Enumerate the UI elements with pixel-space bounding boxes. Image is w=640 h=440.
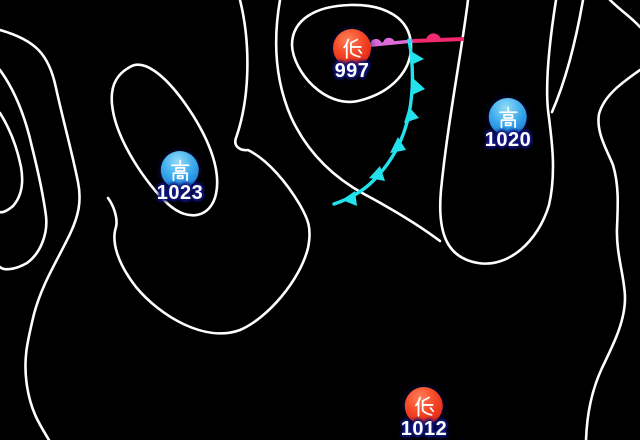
pressure-marker-high-1020: 1020 bbox=[485, 98, 532, 150]
low-kanji-icon bbox=[342, 38, 362, 59]
pressure-marker-low-997: 997 bbox=[333, 29, 371, 81]
isobar-line bbox=[584, 68, 640, 440]
isobar-line bbox=[608, 0, 640, 29]
isobar-line bbox=[0, 28, 81, 440]
warm-front-bump-icon bbox=[425, 33, 441, 42]
pressure-marker-low-1012: 1012 bbox=[401, 387, 448, 439]
pressure-value-label: 997 bbox=[334, 60, 370, 82]
low-kanji-icon bbox=[414, 396, 434, 417]
high-symbol-circle bbox=[161, 151, 199, 189]
cold-front bbox=[332, 38, 425, 206]
high-kanji-icon bbox=[498, 106, 518, 128]
occluded-front bbox=[362, 37, 414, 48]
pressure-marker-high-1023: 1023 bbox=[157, 151, 204, 203]
isobar-trough-line bbox=[106, 0, 311, 335]
isobar-line bbox=[0, 111, 24, 214]
pressure-value-label: 1023 bbox=[156, 182, 204, 204]
pressure-value-label: 1020 bbox=[484, 129, 532, 151]
isobar-trough-line bbox=[438, 0, 558, 265]
low-symbol-circle bbox=[333, 29, 371, 67]
isobar-closed-cell bbox=[110, 63, 219, 217]
isobar-line bbox=[550, 0, 585, 114]
high-symbol-circle bbox=[489, 98, 527, 136]
isobar-ring bbox=[274, 0, 442, 243]
pressure-value-label: 1012 bbox=[400, 418, 448, 440]
high-kanji-icon bbox=[170, 159, 190, 181]
occluded-front-bumps-icon bbox=[369, 37, 395, 46]
low-symbol-circle bbox=[405, 387, 443, 425]
isobar-line bbox=[0, 68, 48, 271]
warm-front bbox=[412, 33, 465, 43]
